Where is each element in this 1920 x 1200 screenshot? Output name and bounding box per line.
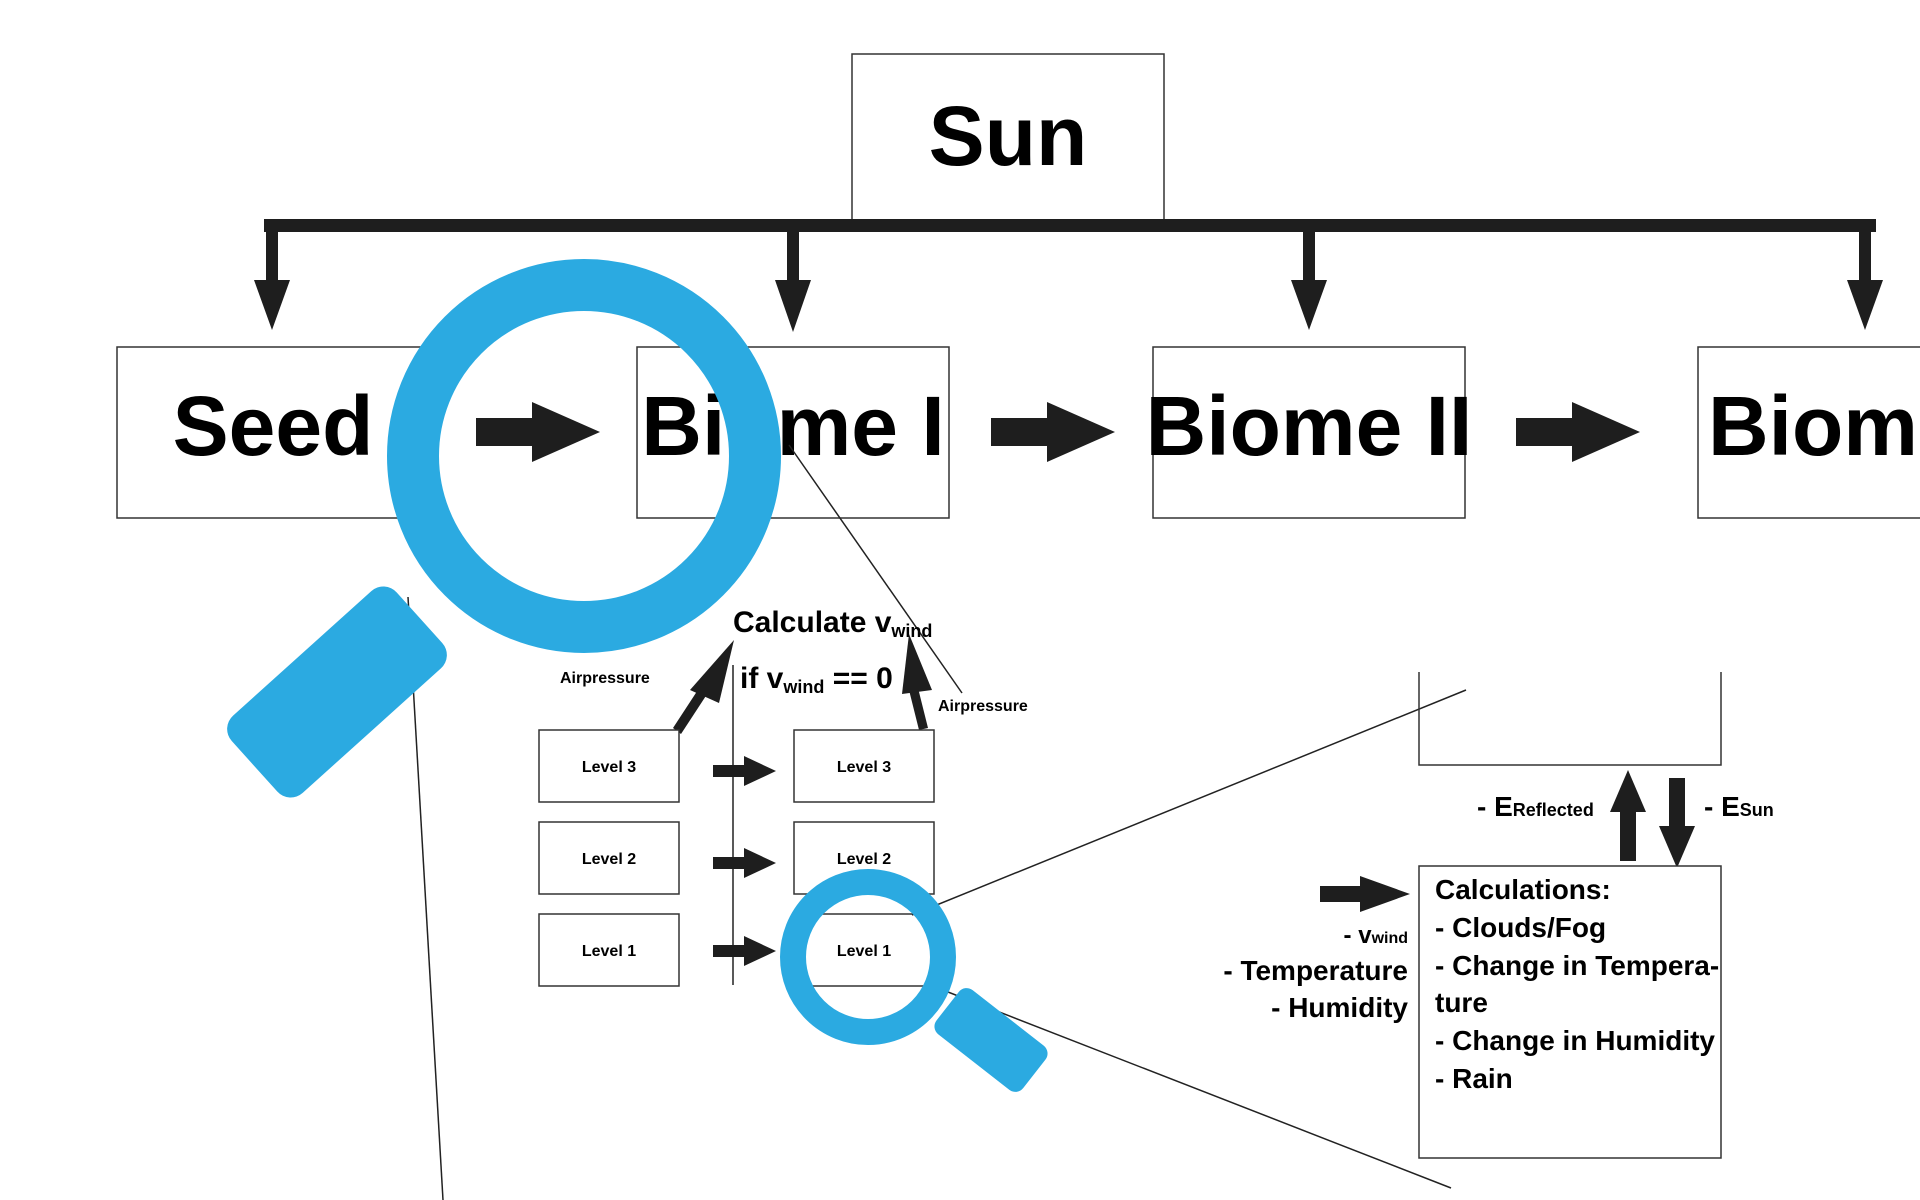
- airpressure-right: Airpressure: [938, 698, 1028, 715]
- arrow-right-icon: [476, 402, 600, 462]
- right-level-1: Level 1: [793, 913, 935, 987]
- e-reflected-pre: - E: [1477, 791, 1513, 822]
- arrow-right-icon: [713, 756, 776, 786]
- left-level-2-label: Level 2: [582, 851, 636, 868]
- arrow-right-icon: [713, 848, 776, 878]
- zoom-lines-biome: [407, 444, 963, 1200]
- magnifier-small-icon: [780, 869, 1048, 1092]
- svg-text:- EReflected: - EReflected: [1477, 791, 1594, 822]
- chain-node-seed: Seed: [116, 346, 430, 519]
- left-level-3: Level 3: [538, 729, 680, 803]
- e-sun-sub: Sun: [1740, 800, 1774, 820]
- chain-node-biome-3: Biome: [1697, 346, 1920, 519]
- e-sun-pre: - E: [1704, 791, 1740, 822]
- chain-label-biome-1: Biome I: [641, 379, 944, 473]
- svg-text:if vwind == 0: if vwind == 0: [740, 662, 893, 697]
- calc-line-3: ture: [1435, 987, 1488, 1018]
- input-wind-sub: wind: [1371, 930, 1408, 947]
- e-reflected-sub: Reflected: [1513, 800, 1594, 820]
- calculations-box: [1418, 865, 1722, 1159]
- calc-wind-sub: wind: [890, 621, 932, 641]
- chain-node-biome-2: Biome II: [1146, 346, 1473, 519]
- magnifier-large-icon: [227, 259, 781, 798]
- arrow-up-icon: [1610, 770, 1646, 861]
- calc-wind-label: Calculate v: [733, 606, 892, 639]
- cond-sub: wind: [782, 677, 824, 697]
- left-level-3-label: Level 3: [582, 759, 636, 776]
- chain-label-biome-3: Biome: [1708, 379, 1920, 473]
- calc-line-4: - Change in Humidity: [1435, 1025, 1715, 1056]
- arrow-up-right-icon: [673, 640, 734, 734]
- chain-node-biome-1: Biome I: [636, 346, 950, 519]
- right-level-3-label: Level 3: [837, 759, 891, 776]
- left-level-1-label: Level 1: [582, 943, 636, 960]
- right-level-2-label: Level 2: [837, 851, 891, 868]
- upper-container: [1418, 672, 1722, 766]
- arrow-right-icon: [991, 402, 1115, 462]
- arrow-right-icon: [1516, 402, 1640, 462]
- calc-line-5: - Rain: [1435, 1063, 1513, 1094]
- left-level-2: Level 2: [538, 821, 680, 895]
- input-wind-pre: - v: [1344, 922, 1373, 949]
- arrow-right-icon: [713, 936, 776, 966]
- level-arrows: [713, 756, 776, 966]
- svg-text:- vwind: - vwind: [1344, 922, 1408, 949]
- right-level-3: Level 3: [793, 729, 935, 803]
- calc-line-2: - Change in Tempera-: [1435, 950, 1719, 981]
- svg-text:- ESun: - ESun: [1704, 791, 1774, 822]
- cond-post: == 0: [824, 662, 892, 695]
- arrow-up-icon: [902, 634, 932, 730]
- chain-arrows: [476, 402, 1640, 462]
- input-temperature: - Temperature: [1223, 955, 1408, 986]
- calculations-title: Calculations:: [1435, 874, 1611, 905]
- sun-node: Sun: [851, 53, 1165, 223]
- calc-line-1: - Clouds/Fog: [1435, 912, 1606, 943]
- arrow-right-icon: [1320, 876, 1410, 912]
- zoom-lines-level: [911, 689, 1467, 1189]
- chain-label-biome-2: Biome II: [1146, 379, 1473, 473]
- svg-text:Calculate vwind: Calculate vwind: [733, 606, 932, 641]
- sun-label: Sun: [929, 89, 1088, 183]
- cond-pre: if v: [740, 662, 784, 695]
- level-detail-panel: Calculate vwind if vwind == 0 Airpressur…: [538, 606, 1028, 987]
- right-level-1-label: Level 1: [837, 943, 891, 960]
- distribution-tree: [254, 219, 1883, 332]
- input-humidity: - Humidity: [1271, 992, 1408, 1023]
- calculation-detail-panel: - EReflected - ESun - vwind - Temperatur…: [1223, 672, 1774, 1159]
- chain-label-seed: Seed: [173, 379, 374, 473]
- left-level-1: Level 1: [538, 913, 680, 987]
- airpressure-left: Airpressure: [560, 670, 650, 687]
- arrow-down-icon: [1659, 778, 1695, 868]
